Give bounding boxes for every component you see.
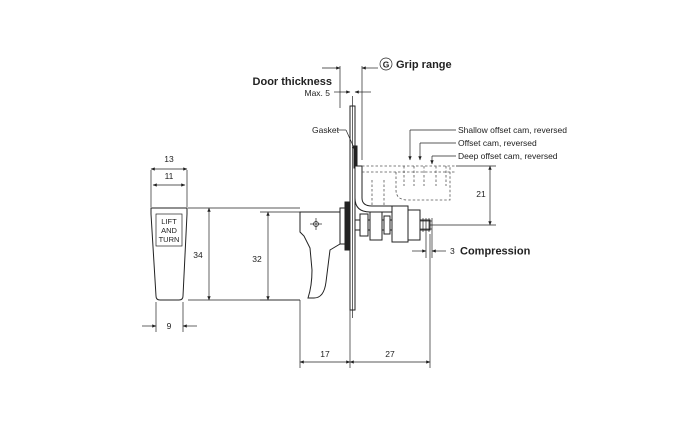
handle-text-and: AND <box>161 226 177 235</box>
gasket-label: Gasket <box>312 125 340 135</box>
handle-side-profile <box>299 211 341 299</box>
offset-cam-label: Offset cam, reversed <box>458 138 537 148</box>
compression-dimension: 3 Compression <box>412 232 531 258</box>
door-thickness-label: Door thickness <box>253 76 332 88</box>
grip-range-label: Grip range <box>396 59 452 71</box>
nut-1 <box>369 209 383 241</box>
door-thickness-max: Max. 5 <box>304 88 330 98</box>
front-view: LIFT AND TURN 13 11 34 9 <box>142 154 214 332</box>
washer-2 <box>383 215 391 235</box>
dim-compression: 3 <box>450 246 455 256</box>
compression-label: Compression <box>460 246 531 258</box>
handle-front-label-box <box>155 213 183 247</box>
handle-text-turn: TURN <box>159 235 180 244</box>
dim-front-height: 34 <box>193 250 203 260</box>
handle-front-outline <box>150 207 188 301</box>
side-view: 32 <box>214 96 455 318</box>
washer-1 <box>359 213 369 237</box>
deep-cam-label: Deep offset cam, reversed <box>458 151 558 161</box>
grip-badge-circle <box>379 57 393 71</box>
cam-callouts: Shallow offset cam, reversed Offset cam,… <box>408 125 567 165</box>
nut-2 <box>391 205 409 243</box>
cam-offset-dimension: 21 <box>430 165 496 226</box>
nut-3 <box>407 209 421 241</box>
dim-front-width-inner: 11 <box>165 171 174 181</box>
dim-cam-offset: 21 <box>476 189 486 199</box>
dim-front-bottom-width: 9 <box>167 321 172 331</box>
cam-alternatives-dashed <box>362 165 455 206</box>
bottom-dimensions: 17 27 <box>299 234 431 368</box>
handle-text-lift: LIFT <box>161 217 177 226</box>
gasket-seal <box>344 201 351 251</box>
shallow-cam-label: Shallow offset cam, reversed <box>458 125 567 135</box>
dim-front-width-top: 13 <box>164 154 174 164</box>
dim-handle-depth: 17 <box>320 349 330 359</box>
dim-side-height: 32 <box>252 254 262 264</box>
grip-badge-letter: G <box>383 60 390 70</box>
cam-arm <box>354 165 393 213</box>
grip-range-annotation: G Grip range Door thickness Max. 5 Gaske… <box>253 57 452 160</box>
dim-cam-reach: 27 <box>385 349 395 359</box>
